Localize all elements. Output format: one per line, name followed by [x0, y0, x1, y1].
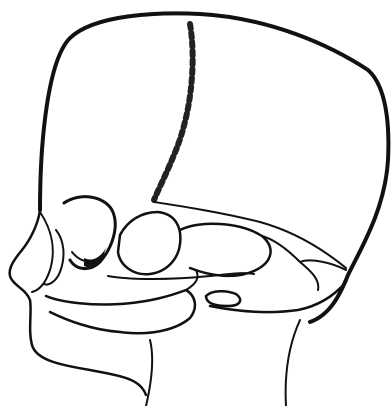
- mandible: [46, 290, 195, 333]
- neck-back: [286, 320, 300, 406]
- eye-orbit: [64, 197, 115, 269]
- nasal-bone: [32, 212, 53, 292]
- sphenoid-bone: [118, 212, 180, 274]
- neck-front: [146, 340, 152, 406]
- mandible-ramus: [186, 270, 198, 290]
- coronal-suture: [154, 24, 193, 200]
- temporal-bone: [180, 224, 271, 276]
- squamosal-suture: [154, 202, 346, 268]
- occipital-base: [210, 282, 346, 312]
- ear-opening: [206, 291, 240, 306]
